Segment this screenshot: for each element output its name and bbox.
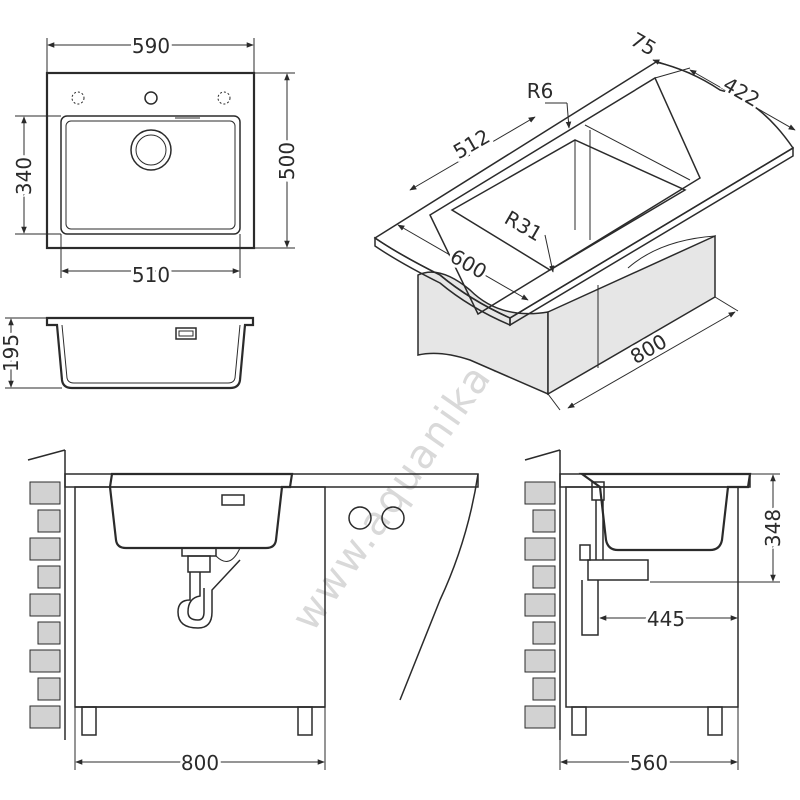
cabinet-leg-section-right	[707, 706, 723, 736]
overflow-box-front	[221, 494, 245, 506]
tap-hole-front-1	[348, 506, 372, 530]
dim-bowl-length: 512	[449, 124, 494, 164]
dim-siphon-offset: 445	[647, 607, 685, 631]
dim-cabinet-width-front: 800	[181, 751, 219, 775]
dim-radius-r31: R31	[500, 206, 546, 246]
bowl-outline-top	[60, 115, 241, 235]
section-view: 348 445 560	[524, 449, 788, 778]
dim-bowl-depth: 340	[12, 157, 36, 195]
dim-depth-outer: 500	[275, 142, 299, 180]
bowl-inner-side	[61, 324, 241, 384]
cabinet-side-face	[547, 234, 716, 396]
cabinet-edge-cut	[627, 235, 716, 269]
cabinet-leg-right	[297, 706, 313, 736]
top-view: 590 500 340 510	[9, 31, 302, 290]
tap-hole	[144, 91, 158, 105]
dim-line-512	[409, 116, 536, 191]
sink-section	[578, 472, 752, 552]
drain-inner	[135, 134, 167, 166]
countertop-cut-edge	[399, 473, 479, 701]
cabinet-leg-section-left	[571, 706, 587, 736]
sink-profile-side	[45, 316, 255, 390]
cabinet-leg-left	[81, 706, 97, 736]
optional-hole-right	[217, 91, 231, 105]
dim-sink-height: 195	[0, 334, 23, 372]
overflow-box-side	[175, 327, 197, 340]
tap-hole-front-2	[381, 506, 405, 530]
sink-front	[108, 472, 294, 550]
cabinet-section	[565, 486, 739, 708]
dim-line-75	[652, 59, 691, 74]
isometric-view: 75 422 R6 512 R31 600 800	[373, 24, 796, 411]
countertop-section	[559, 473, 751, 488]
dim-cabinet-side: 422	[719, 72, 764, 112]
dim-width-outer: 590	[132, 34, 170, 58]
brick-wall-right	[524, 481, 556, 729]
cabinet-front	[74, 486, 326, 708]
optional-hole-left	[71, 91, 85, 105]
dim-cabinet-depth: 560	[630, 751, 668, 775]
countertop-side-edge	[509, 146, 794, 327]
bowl-inner-top	[65, 120, 236, 230]
brick-wall-left	[29, 481, 61, 729]
siphon-section	[579, 481, 649, 636]
side-view: 195	[0, 316, 255, 390]
dim-line-600	[397, 224, 529, 301]
dim-sink-height-section: 348	[761, 509, 785, 547]
dim-bowl-width: 510	[132, 263, 170, 287]
dim-line-800-iso	[567, 311, 736, 409]
dim-frame-depth: 75	[626, 27, 660, 61]
dim-line-422	[689, 69, 796, 131]
siphon-front	[177, 547, 241, 629]
drain-outer	[130, 129, 172, 171]
dim-radius-r6: R6	[527, 79, 554, 103]
sink-outline-top	[45, 71, 256, 250]
front-elevation: 800	[27, 449, 479, 778]
